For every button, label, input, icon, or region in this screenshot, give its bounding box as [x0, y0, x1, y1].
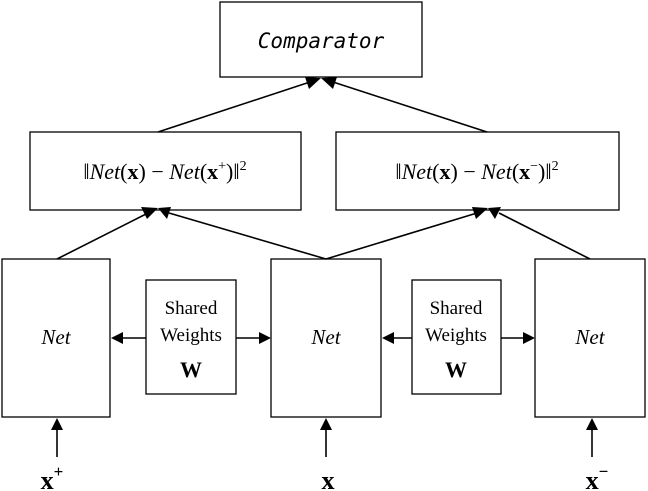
- norm-open: ‖: [83, 159, 89, 184]
- input-positive-label: x+: [41, 462, 64, 491]
- arrow-right-net-to-negative: [488, 207, 591, 260]
- comparator-box: Comparator: [219, 1, 423, 78]
- net-term: Net: [89, 159, 121, 184]
- net-label-left: Net: [40, 325, 71, 349]
- superscript-plus: +: [218, 159, 226, 174]
- shared-weights-box-right: Shared Weights W: [411, 279, 502, 395]
- weights-symbol: W: [445, 357, 467, 382]
- arrow-positive-to-comparator: [157, 77, 321, 133]
- minus-sign: −: [458, 159, 481, 184]
- weights-label: Weights: [160, 325, 222, 346]
- net-box-right: Net: [534, 258, 646, 418]
- arrow-negative-to-comparator: [321, 77, 488, 133]
- paren-close-2: ): [538, 159, 545, 184]
- x-minus-term: x: [519, 159, 530, 184]
- paren-open-2: (: [200, 159, 207, 184]
- exponent-two: 2: [240, 159, 247, 174]
- arrow-center-net-to-positive: [158, 207, 327, 260]
- x-term: x: [440, 159, 451, 184]
- arrow-shared-left-to-left-net: [111, 332, 146, 344]
- net-term-2: Net: [168, 159, 200, 184]
- distance-box-positive: ‖Net(x) − Net(x+)‖2: [29, 131, 302, 211]
- superscript-plus: +: [54, 462, 64, 481]
- arrow-input-positive: [51, 418, 63, 457]
- net-term: Net: [401, 159, 433, 184]
- weights-label: Weights: [425, 325, 487, 346]
- paren-open-2: (: [512, 159, 519, 184]
- shared-weights-box-left: Shared Weights W: [145, 279, 237, 395]
- input-anchor-label: x: [322, 466, 335, 491]
- paren-close-2: ): [226, 159, 233, 184]
- arrow-input-anchor: [320, 418, 332, 457]
- input-negative-label: x−: [586, 462, 609, 491]
- arrow-input-negative: [586, 418, 598, 457]
- arrow-left-net-to-positive: [56, 207, 158, 260]
- arrow-shared-right-to-center-net: [382, 332, 412, 344]
- shared-label: Shared: [430, 298, 483, 319]
- shared-label: Shared: [165, 298, 218, 319]
- distance-positive-formula: ‖Net(x) − Net(x+)‖2: [83, 159, 246, 184]
- comparator-label: Comparator: [258, 29, 385, 53]
- exponent-two: 2: [552, 159, 559, 174]
- arrow-center-net-to-negative: [325, 207, 488, 260]
- weights-symbol: W: [180, 357, 202, 382]
- distance-box-negative: ‖Net(x) − Net(x−)‖2: [335, 131, 620, 211]
- x-term: x: [128, 159, 139, 184]
- norm-close: ‖: [545, 159, 551, 184]
- arrow-shared-right-to-right-net: [501, 332, 535, 344]
- superscript-minus: −: [530, 159, 538, 174]
- arrow-shared-left-to-center-net: [236, 332, 271, 344]
- paren-close: ): [451, 159, 458, 184]
- x-plus-term: x: [207, 159, 218, 184]
- paren-open: (: [432, 159, 439, 184]
- net-label-center: Net: [310, 325, 341, 349]
- norm-close: ‖: [233, 159, 239, 184]
- net-box-left: Net: [1, 258, 111, 418]
- norm-open: ‖: [395, 159, 401, 184]
- minus-sign: −: [146, 159, 169, 184]
- distance-negative-formula: ‖Net(x) − Net(x−)‖2: [395, 159, 558, 184]
- net-label-right: Net: [574, 325, 605, 349]
- paren-close: ): [139, 159, 146, 184]
- net-term-2: Net: [480, 159, 512, 184]
- superscript-minus: −: [599, 462, 609, 481]
- paren-open: (: [120, 159, 127, 184]
- net-box-center: Net: [270, 258, 382, 418]
